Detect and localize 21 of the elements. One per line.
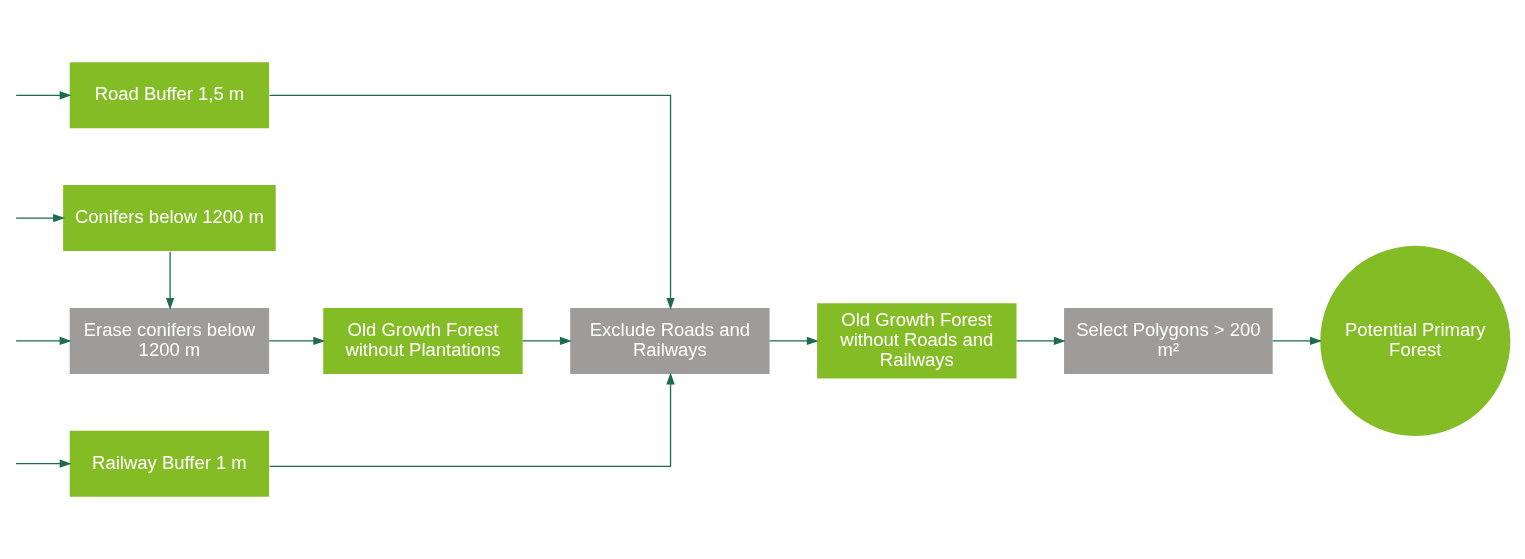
node-box: Exclude Roads and Railways: [570, 307, 770, 374]
arrow: [1015, 336, 1066, 346]
node-box: Erase conifers below 1200 m: [69, 307, 270, 374]
node-box: Select Polygons > 200 m²: [1064, 307, 1273, 374]
arrow: [165, 251, 175, 310]
arrow: [1272, 336, 1322, 346]
arrow: [268, 94, 675, 310]
arrow: [522, 336, 572, 346]
node-box: Road Buffer 1,5 m: [69, 62, 270, 129]
arrow: [268, 336, 326, 346]
arrow: [268, 372, 675, 467]
node-box: Conifers below 1200 m: [63, 185, 276, 252]
node-circle: Potential Primary Forest: [1320, 245, 1511, 436]
arrow: [15, 336, 72, 346]
node-box: Old Growth Forest without Plantations: [323, 307, 523, 374]
node-box: Old Growth Forest without Roads and Railways: [817, 303, 1017, 379]
node-box: Railway Buffer 1 m: [69, 430, 270, 497]
arrow: [768, 336, 819, 346]
arrow: [15, 91, 72, 100]
arrow: [15, 459, 72, 468]
arrow: [15, 213, 65, 223]
